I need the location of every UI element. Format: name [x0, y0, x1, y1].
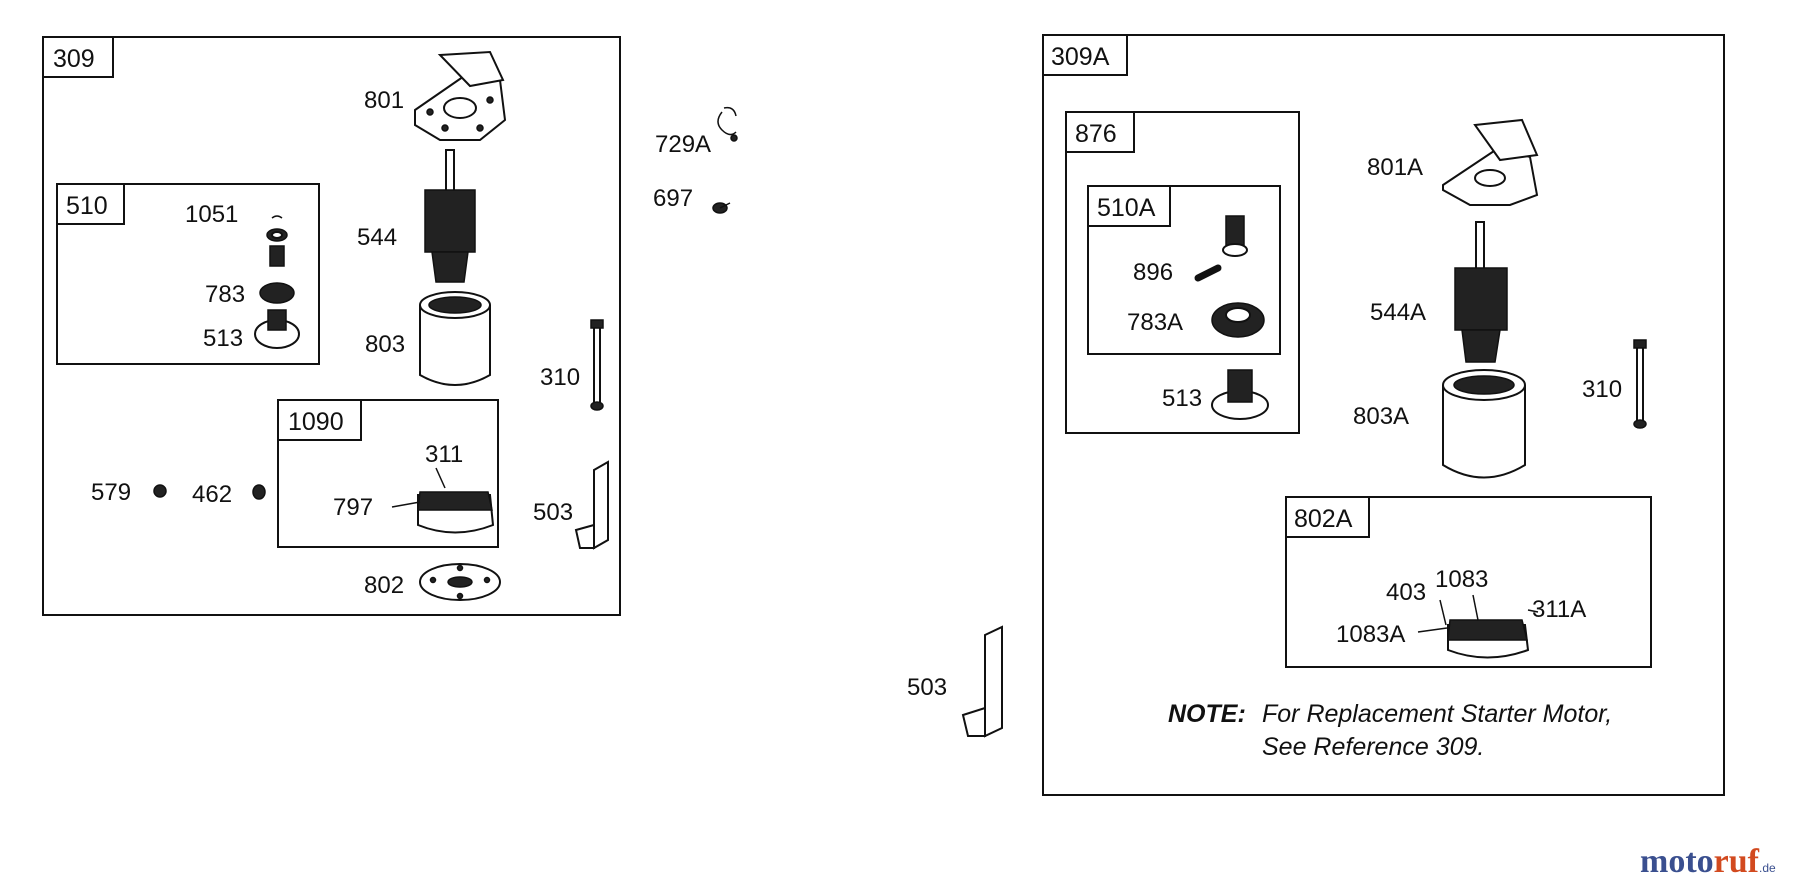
label-1083: 1083 — [1435, 566, 1488, 593]
bolt-310b-shape — [1633, 339, 1647, 429]
note-line-2: See Reference 309. — [1262, 733, 1484, 761]
group-802A-tag: 802A — [1294, 505, 1353, 533]
label-783A: 783A — [1127, 309, 1183, 336]
label-403: 403 — [1386, 579, 1426, 606]
label-697: 697 — [653, 185, 693, 212]
brush-plate-797-shape — [391, 467, 495, 534]
gear-783-shape — [259, 245, 295, 304]
group-309A: 309A — [1042, 34, 1725, 796]
note-line-1: For Replacement Starter Motor, — [1262, 700, 1612, 728]
label-311A: 311A — [1532, 596, 1586, 623]
svg-text:motoruf.de: motoruf.de — [1640, 843, 1776, 880]
pinion-510A-shape — [1222, 215, 1248, 257]
housing-803-shape — [419, 291, 491, 386]
spring-1051-shape — [266, 215, 288, 242]
replacement-note: NOTE: For Replacement Starter Motor, See… — [1168, 700, 1612, 761]
group-1090: 1090 — [277, 399, 499, 548]
logo-part-3: .de — [1759, 861, 1776, 875]
group-510A-tag: 510A — [1097, 194, 1156, 222]
group-1090-tag: 1090 — [288, 408, 344, 436]
label-896: 896 — [1133, 259, 1173, 286]
note-label: NOTE: — [1168, 700, 1246, 728]
label-544: 544 — [357, 224, 397, 251]
label-462: 462 — [192, 481, 232, 508]
label-729A: 729A — [655, 131, 711, 158]
label-1051: 1051 — [185, 201, 238, 228]
group-802A: 802A — [1285, 496, 1652, 668]
label-579: 579 — [91, 479, 131, 506]
group-309-tag: 309 — [53, 45, 95, 73]
washer-462-shape — [252, 484, 266, 500]
bolt-310-shape — [590, 319, 604, 411]
drive-513b-shape — [1211, 369, 1269, 420]
screw-697-shape — [712, 202, 731, 214]
group-876-tag: 876 — [1075, 120, 1117, 148]
label-544A: 544A — [1370, 299, 1426, 326]
gear-783A-shape — [1211, 302, 1265, 338]
gasket-802-shape — [419, 563, 501, 601]
armature-544-shape — [424, 149, 476, 283]
brush-plate-311A-shape — [1417, 594, 1539, 659]
motoruf-logo: motoruf.de — [1640, 843, 1776, 880]
logo-part-2: ruf — [1714, 843, 1760, 880]
housing-803A-shape — [1442, 369, 1526, 479]
label-803A: 803A — [1353, 403, 1409, 430]
washer-579-shape — [153, 484, 167, 498]
drive-513-shape — [254, 309, 300, 349]
armature-544A-shape — [1454, 221, 1508, 363]
label-803: 803 — [365, 331, 405, 358]
label-797: 797 — [333, 494, 373, 521]
group-309: 309 — [42, 36, 621, 616]
group-876: 876 — [1065, 111, 1300, 434]
bracket-503-shape — [574, 460, 609, 550]
label-503: 503 — [533, 499, 573, 526]
group-510: 510 — [56, 183, 320, 365]
label-801A: 801A — [1367, 154, 1423, 181]
group-510A: 510A — [1087, 185, 1281, 355]
label-310b: 310 — [1582, 376, 1622, 403]
label-310: 310 — [540, 364, 580, 391]
label-311: 311 — [425, 441, 463, 468]
clip-729A-shape — [717, 106, 738, 142]
label-513b: 513 — [1162, 385, 1202, 412]
label-783: 783 — [205, 281, 245, 308]
group-510-tag: 510 — [66, 192, 108, 220]
group-309A-tag: 309A — [1051, 43, 1110, 71]
label-802: 802 — [364, 572, 404, 599]
pin-896-shape — [1194, 264, 1222, 282]
label-801: 801 — [364, 87, 404, 114]
label-513: 513 — [203, 325, 243, 352]
end-cap-801A-shape — [1442, 118, 1539, 206]
label-503b: 503 — [907, 674, 947, 701]
end-cap-801-shape — [414, 50, 507, 141]
label-1083A: 1083A — [1336, 621, 1405, 648]
logo-part-1: moto — [1640, 843, 1714, 880]
bracket-503b-shape — [961, 625, 1003, 738]
